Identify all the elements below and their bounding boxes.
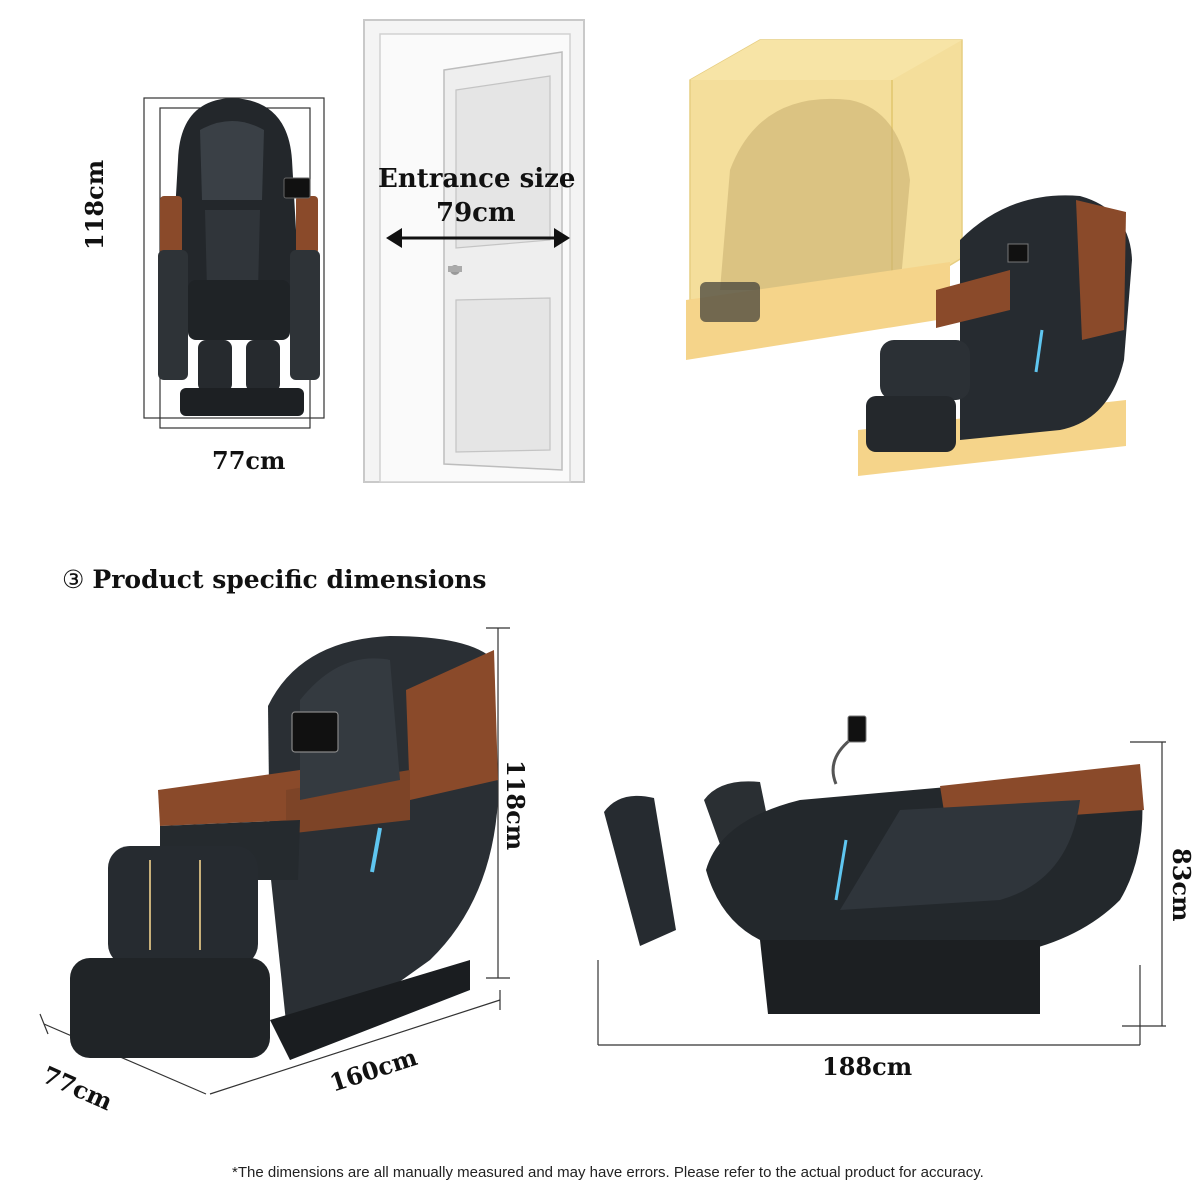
front-view-width-label: 77cm [212,446,286,475]
front-chair-wood-right [296,196,318,254]
disclaimer-footnote: *The dimensions are all manually measure… [232,1164,984,1181]
section-title-text: Product specific dimensions [92,565,487,594]
reclined-length-label: 188cm [822,1052,913,1081]
reclined-leg-rest [604,795,676,946]
front-chair-wood-left [160,196,182,254]
front-view-dimension-frame [143,97,325,419]
angled-chair-wood-side [406,650,498,800]
angled-chair-wood-arm [158,770,300,826]
entrance-size-value: 79cm [436,198,516,228]
section-number: ③ [62,565,85,594]
angled-length-line [209,999,501,1095]
entrance-size-label: Entrance size [378,164,576,194]
reclined-height-label: 83cm [1167,848,1196,922]
